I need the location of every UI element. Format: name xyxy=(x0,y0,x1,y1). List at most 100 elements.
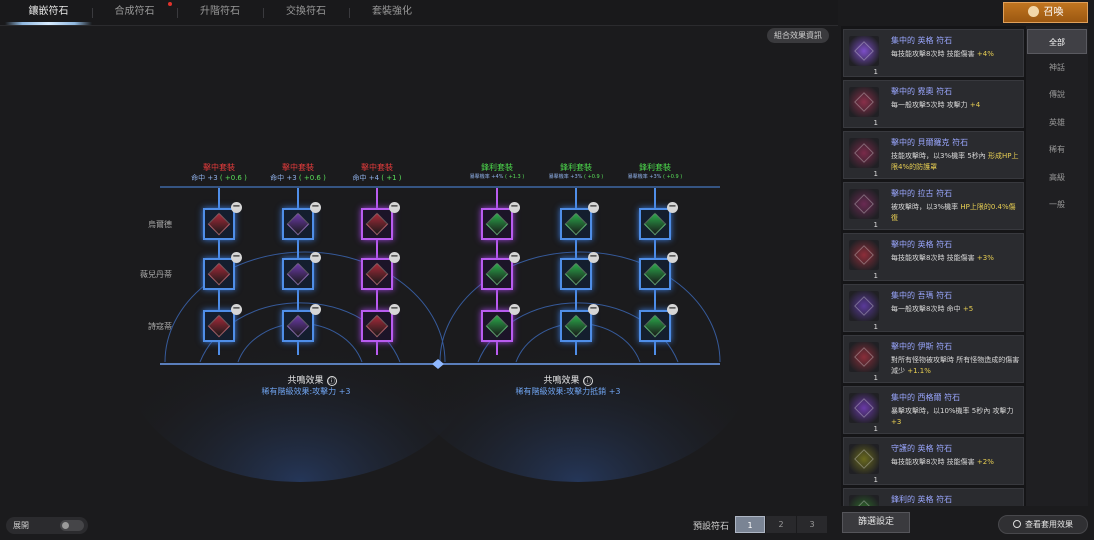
tab-exchange-rune[interactable]: 交換符石 xyxy=(286,6,326,17)
rune-gem-icon xyxy=(854,194,874,214)
remove-rune-icon[interactable]: − xyxy=(588,251,599,263)
rune-thumbnail: 1 xyxy=(849,342,879,382)
remove-rune-icon[interactable]: − xyxy=(509,201,520,213)
row-label-verdandi: 薇兒丹蒂 xyxy=(140,270,172,279)
toggle-switch[interactable] xyxy=(60,520,84,531)
summon-label: 召喚 xyxy=(1043,7,1064,18)
remove-rune-icon[interactable]: − xyxy=(389,251,400,263)
filter-settings-button[interactable]: 篩選設定 xyxy=(842,512,910,533)
rune-gem-icon xyxy=(854,41,874,61)
rune-slot[interactable] xyxy=(481,208,513,240)
tab-upgrade-rune[interactable]: 升階符石 xyxy=(200,6,240,17)
filter-hero[interactable]: 英雄 xyxy=(1049,118,1065,127)
remove-rune-icon[interactable]: − xyxy=(310,201,321,213)
rune-description: 暴擊攻擊時，以10%機率 5秒內 攻擊力 +3 xyxy=(891,407,1014,426)
remove-rune-icon[interactable]: − xyxy=(389,201,400,213)
rune-gem-icon xyxy=(286,212,310,236)
rune-gem-icon xyxy=(854,245,874,265)
remove-rune-icon[interactable]: − xyxy=(509,251,520,263)
rune-gem-icon xyxy=(854,92,874,112)
rune-thumbnail: 1 xyxy=(849,138,879,178)
combo-effect-info-button[interactable]: 組合效果資訊 xyxy=(767,28,829,43)
rune-description: 被攻擊時，以3%機率 HP上限的0.4%傷復 xyxy=(891,203,1016,222)
rune-slot[interactable] xyxy=(282,310,314,342)
remove-rune-icon[interactable]: − xyxy=(588,303,599,315)
rune-title: 集中的 吾瑪 符石 xyxy=(891,291,953,300)
tab-set-enhance[interactable]: 套裝強化 xyxy=(372,6,412,17)
remove-rune-icon[interactable]: − xyxy=(231,303,242,315)
remove-rune-icon[interactable]: − xyxy=(588,201,599,213)
rune-slot[interactable] xyxy=(282,258,314,290)
rune-slot[interactable] xyxy=(560,310,592,342)
rune-quantity: 1 xyxy=(873,68,878,76)
rune-slot[interactable] xyxy=(481,258,513,290)
rune-card[interactable]: 1 擊中的 伊斯 符石對所有怪物被攻擊時 所有怪物造成的傷害減少 +1.1% xyxy=(843,335,1024,383)
set-header: 鋒利套裝暴擊機率 +3% ( +0.9 ) xyxy=(625,162,685,180)
rune-title: 擊中的 伊斯 符石 xyxy=(891,342,953,351)
filter-advanced[interactable]: 高級 xyxy=(1049,173,1065,182)
active-tab-indicator xyxy=(5,22,92,25)
rune-slot[interactable] xyxy=(361,310,393,342)
center-ornament xyxy=(432,359,444,369)
filter-legend[interactable]: 傳說 xyxy=(1049,90,1065,99)
rune-gem-icon xyxy=(365,262,389,286)
rune-slot[interactable] xyxy=(361,208,393,240)
view-applied-effects-button[interactable]: 查看套用效果 xyxy=(998,515,1088,534)
expand-toggle[interactable]: 展開 xyxy=(6,517,88,534)
remove-rune-icon[interactable]: − xyxy=(667,303,678,315)
remove-rune-icon[interactable]: − xyxy=(667,251,678,263)
preset-button-1[interactable]: 1 xyxy=(735,516,765,533)
rune-card[interactable]: 鋒利的 英格 符石 xyxy=(843,488,1024,506)
info-icon[interactable]: ⓘ xyxy=(326,376,337,386)
set-stat: 暴擊機率 +3% ( +0.9 ) xyxy=(627,174,683,180)
rune-gem-icon xyxy=(207,314,231,338)
rune-slot[interactable] xyxy=(203,208,235,240)
rune-slot[interactable] xyxy=(282,208,314,240)
remove-rune-icon[interactable]: − xyxy=(231,251,242,263)
remove-rune-icon[interactable]: − xyxy=(310,251,321,263)
rune-thumbnail: 1 xyxy=(849,87,879,127)
rune-slot[interactable] xyxy=(639,258,671,290)
set-title: 鋒利套裝 xyxy=(481,163,513,172)
remove-rune-icon[interactable]: − xyxy=(667,201,678,213)
rune-description: 對所有怪物被攻擊時 所有怪物造成的傷害減少 +1.1% xyxy=(891,356,1020,375)
set-title: 擊中套裝 xyxy=(361,163,393,172)
rune-slot[interactable] xyxy=(481,310,513,342)
rune-slot[interactable] xyxy=(560,208,592,240)
remove-rune-icon[interactable]: − xyxy=(231,201,242,213)
summon-button[interactable]: 召喚 xyxy=(1003,2,1088,23)
rune-slot[interactable] xyxy=(203,310,235,342)
filter-common[interactable]: 一般 xyxy=(1049,200,1065,209)
tab-synthesize-rune[interactable]: 合成符石 xyxy=(114,6,155,17)
filter-rare[interactable]: 稀有 xyxy=(1049,145,1065,154)
filter-all[interactable]: 全部 xyxy=(1027,29,1087,54)
rune-slot[interactable] xyxy=(639,208,671,240)
remove-rune-icon[interactable]: − xyxy=(509,303,520,315)
rune-slot[interactable] xyxy=(361,258,393,290)
rune-slot[interactable] xyxy=(560,258,592,290)
rune-thumbnail: 1 xyxy=(849,240,879,280)
remove-rune-icon[interactable]: − xyxy=(389,303,400,315)
rune-description: 技能攻擊時，以3%機率 5秒內 形成HP上限4%的防護罩 xyxy=(891,152,1019,171)
preset-button-3[interactable]: 3 xyxy=(797,516,827,533)
rune-gem-icon xyxy=(365,314,389,338)
filter-mythic[interactable]: 神話 xyxy=(1049,63,1065,72)
tab-inlay-rune[interactable]: 鑲嵌符石 xyxy=(28,6,69,17)
notification-dot xyxy=(168,2,172,6)
remove-rune-icon[interactable]: − xyxy=(310,303,321,315)
info-icon[interactable]: ⓘ xyxy=(582,376,593,386)
rune-slot[interactable] xyxy=(639,310,671,342)
preset-button-2[interactable]: 2 xyxy=(766,516,796,533)
view-applied-label: 查看套用效果 xyxy=(1025,520,1073,529)
rune-description: 每技能攻擊8次時 技能傷害 +3% xyxy=(891,254,994,262)
rune-slot[interactable] xyxy=(203,258,235,290)
